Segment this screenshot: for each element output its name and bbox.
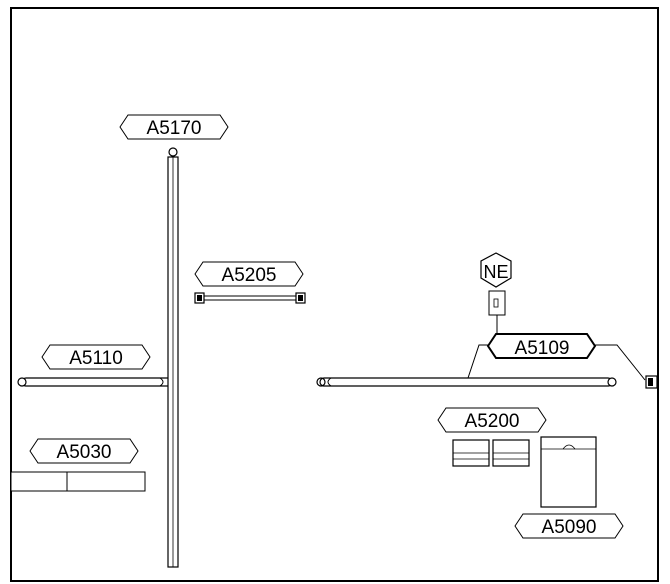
grab-bar-right-left-end [319, 377, 325, 387]
tag-a5110-outline [41, 344, 151, 370]
tag-a5109: A5109 [467, 333, 646, 381]
tag-a5109-leader-right [594, 344, 646, 381]
counter-shelf [10, 471, 146, 492]
ne-label: NE [483, 262, 508, 282]
grab-bar-top-cap [168, 147, 178, 157]
tag-a5090: A5090 [514, 513, 624, 539]
napkin-disposal-body [540, 436, 597, 508]
tag-a5030-outline [29, 438, 139, 464]
tag-a5205: A5205 [194, 261, 304, 287]
horizontal-grab-bar-right [316, 377, 617, 387]
tag-a5200: A5200 [437, 407, 547, 433]
grab-bar-left-flange [17, 377, 27, 387]
grab-bar-left-rails [26, 377, 168, 387]
grab-bar-right-inner-return [327, 377, 332, 387]
horizontal-grab-bar-left [17, 377, 168, 387]
towel-bar-left-mount [197, 295, 202, 301]
wall-fixture-mount [648, 378, 653, 386]
ne-device-slot [493, 298, 499, 308]
towel-bar [194, 292, 306, 304]
tag-a5109-outline [486, 333, 597, 359]
tag-a5109-label: A5109 [515, 338, 570, 359]
tag-a5110: A5110 [41, 344, 151, 370]
tag-a5090-label: A5090 [542, 517, 597, 538]
napkin-disposal-handle [562, 444, 576, 450]
tag-a5170: A5170 [119, 114, 229, 140]
napkin-disposal [540, 436, 597, 508]
tag-a5030: A5030 [29, 438, 139, 464]
vertical-grab-bar [167, 147, 179, 568]
grab-bar-left-inner-return [159, 377, 164, 387]
tag-a5090-outline [514, 513, 624, 539]
tag-a5205-outline [194, 261, 304, 287]
tag-a5170-label: A5170 [147, 118, 202, 139]
tag-a5170-outline [119, 114, 229, 140]
tag-a5109-leader-left [467, 344, 490, 379]
tag-a5200-outline [437, 407, 547, 433]
tag-a5030-label: A5030 [57, 442, 112, 463]
tag-a5110-label: A5110 [69, 348, 123, 369]
tag-a5200-label: A5200 [465, 411, 520, 432]
counter-shelf-body [10, 471, 146, 492]
wall-fixture-edge [645, 375, 658, 389]
drawing-border [10, 7, 659, 582]
tag-a5205-label: A5205 [222, 265, 277, 286]
grab-bar-right-rails [324, 377, 608, 387]
towel-bar-right-mount [298, 295, 303, 301]
paper-dispensers [452, 439, 530, 467]
grab-bar-right-right-flange [607, 377, 617, 387]
grab-bar-right-left-flange [316, 377, 326, 387]
ne-marker: NE [480, 252, 512, 333]
ne-hexagon [480, 252, 512, 288]
